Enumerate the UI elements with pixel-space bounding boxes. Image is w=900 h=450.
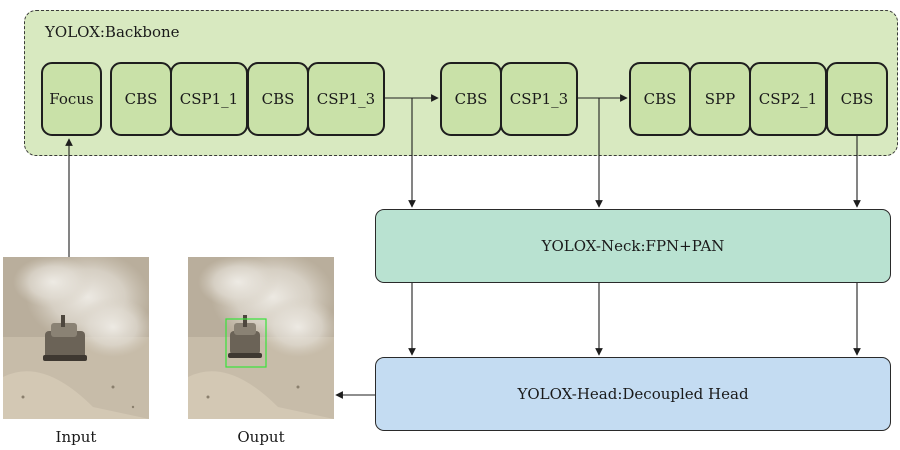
cbs-block-2: CBS	[247, 62, 309, 136]
backbone-title: YOLOX:Backbone	[45, 23, 180, 41]
csp1-3-block-1: CSP1_3	[307, 62, 385, 136]
focus-block: Focus	[41, 62, 102, 136]
cbs-block-5: CBS	[826, 62, 888, 136]
input-caption: Input	[55, 428, 97, 446]
input-scene	[3, 257, 149, 419]
csp2-1-block: CSP2_1	[749, 62, 827, 136]
csp1-3-block-2: CSP1_3	[500, 62, 578, 136]
detection-box	[225, 318, 267, 368]
cbs-block-1: CBS	[110, 62, 172, 136]
cbs-block-3: CBS	[440, 62, 502, 136]
neck-box: YOLOX-Neck:FPN+PAN	[375, 209, 891, 283]
tank-icon	[43, 315, 87, 361]
cbs-block-4: CBS	[629, 62, 691, 136]
head-box: YOLOX-Head:Decoupled Head	[375, 357, 891, 431]
output-scene	[188, 257, 334, 419]
input-image	[3, 257, 149, 419]
output-image	[188, 257, 334, 419]
output-caption: Ouput	[237, 428, 285, 446]
tank-icon	[228, 315, 262, 358]
